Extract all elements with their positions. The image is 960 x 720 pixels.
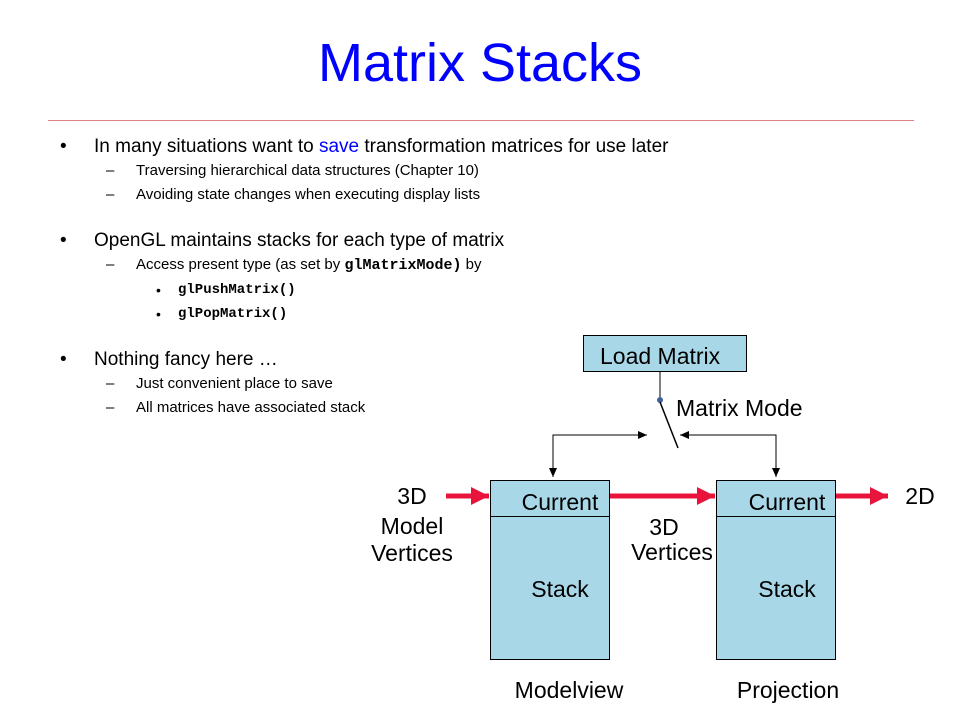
modelview-current-label: Current xyxy=(521,489,599,515)
bullet-list: • In many situations want to save transf… xyxy=(60,135,860,420)
projection-current-label: Current xyxy=(748,489,826,515)
projection-stack-box xyxy=(716,480,836,660)
bullet-save-matrices: • In many situations want to save transf… xyxy=(60,136,669,157)
bullet-nothing-fancy: • Nothing fancy here … xyxy=(60,349,278,370)
input-3d-label: 3D xyxy=(397,483,427,509)
matrix-mode-label: Matrix Mode xyxy=(676,395,803,421)
sub-bullet-display-lists: – Avoiding state changes when executing … xyxy=(106,186,481,203)
matrix-mode-switch-lever xyxy=(659,401,679,449)
bullet-opengl-stacks: • OpenGL maintains stacks for each type … xyxy=(60,230,505,251)
code-glmatrixmode: glMatrixMode) xyxy=(344,257,462,274)
input-vertices-label: Vertices xyxy=(371,540,453,566)
sub-bullet-access-type: – Access present type (as set by glMatri… xyxy=(106,256,482,274)
input-model-label: Model xyxy=(380,513,444,539)
load-matrix-box xyxy=(583,335,747,372)
modelview-feed-connector xyxy=(549,434,645,477)
modelview-name-label: Modelview xyxy=(514,677,624,703)
switch-pivot-dot xyxy=(657,397,663,403)
middle-3d-label: 3D xyxy=(649,514,679,540)
save-highlight: save xyxy=(318,136,360,157)
title-divider xyxy=(48,120,914,121)
sub-bullet-traversing: – Traversing hierarchical data structure… xyxy=(106,162,479,179)
projection-divider xyxy=(717,516,835,517)
load-matrix-label: Load Matrix xyxy=(600,343,721,369)
projection-feed-connector xyxy=(684,434,780,477)
modelview-divider xyxy=(491,516,609,517)
projection-name-label: Projection xyxy=(736,677,840,703)
modelview-stack-box xyxy=(490,480,610,660)
sub-bullet-convenient: – Just convenient place to save xyxy=(106,375,333,392)
middle-vertices-label: Vertices xyxy=(631,539,713,565)
modelview-stack-label: Stack xyxy=(531,576,589,602)
code-item-push: • glPushMatrix() xyxy=(156,282,296,298)
sub-bullet-associated-stack: – All matrices have associated stack xyxy=(106,399,366,416)
bullet-marker: • xyxy=(60,136,67,157)
output-2d-label: 2D xyxy=(905,483,935,509)
code-item-pop: • glPopMatrix() xyxy=(156,306,288,322)
projection-stack-label: Stack xyxy=(758,576,816,602)
slide-title: Matrix Stacks xyxy=(317,33,643,93)
